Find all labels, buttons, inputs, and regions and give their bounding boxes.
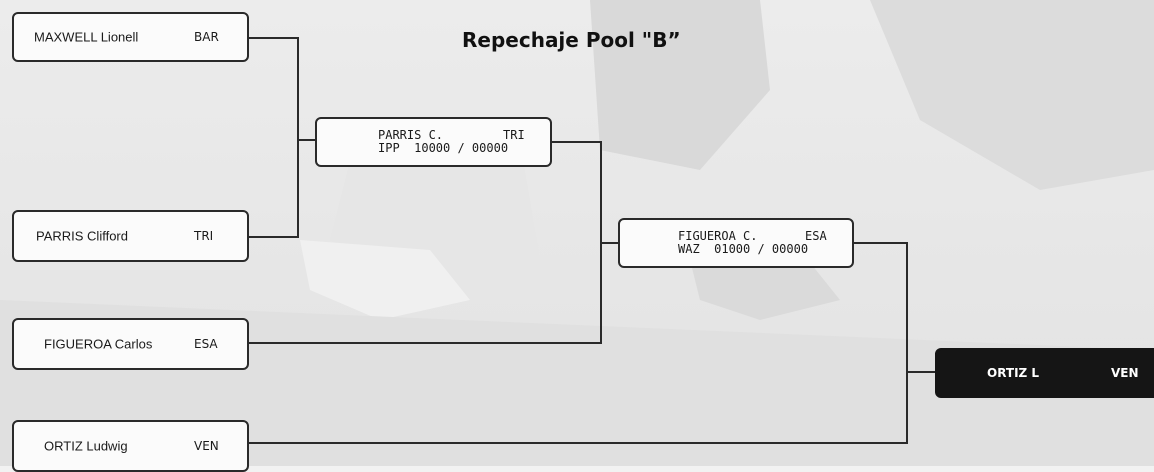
entrant-box-figueroa: FIGUEROA Carlos ESA xyxy=(12,318,249,370)
match-score: WAZ 01000 / 00000 xyxy=(678,243,808,256)
match-score: IPP 10000 / 00000 xyxy=(378,142,508,155)
final-winner-box: ORTIZ L VEN xyxy=(935,348,1154,398)
entrant-name: FIGUEROA Carlos xyxy=(44,337,152,352)
match-result-box-1: PARRIS C. TRI IPP 10000 / 00000 xyxy=(315,117,552,167)
entrant-name: PARRIS Clifford xyxy=(36,229,128,244)
match-result-box-2: FIGUEROA C. ESA WAZ 01000 / 00000 xyxy=(618,218,854,268)
entrant-country: VEN xyxy=(194,439,219,453)
entrant-box-ortiz: ORTIZ Ludwig VEN xyxy=(12,420,249,472)
entrant-country: TRI xyxy=(194,229,213,243)
entrant-name: ORTIZ Ludwig xyxy=(44,439,128,454)
final-winner-name: ORTIZ L xyxy=(987,366,1039,380)
page-title: Repechaje Pool "B” xyxy=(462,28,681,52)
entrant-name: MAXWELL Lionell xyxy=(34,30,138,45)
final-winner-country: VEN xyxy=(1111,366,1139,380)
entrant-country: ESA xyxy=(194,337,218,351)
match-winner-country: ESA xyxy=(805,230,827,243)
entrant-box-parris: PARRIS Clifford TRI xyxy=(12,210,249,262)
entrant-box-maxwell: MAXWELL Lionell BAR xyxy=(12,12,249,62)
entrant-country: BAR xyxy=(194,30,219,44)
